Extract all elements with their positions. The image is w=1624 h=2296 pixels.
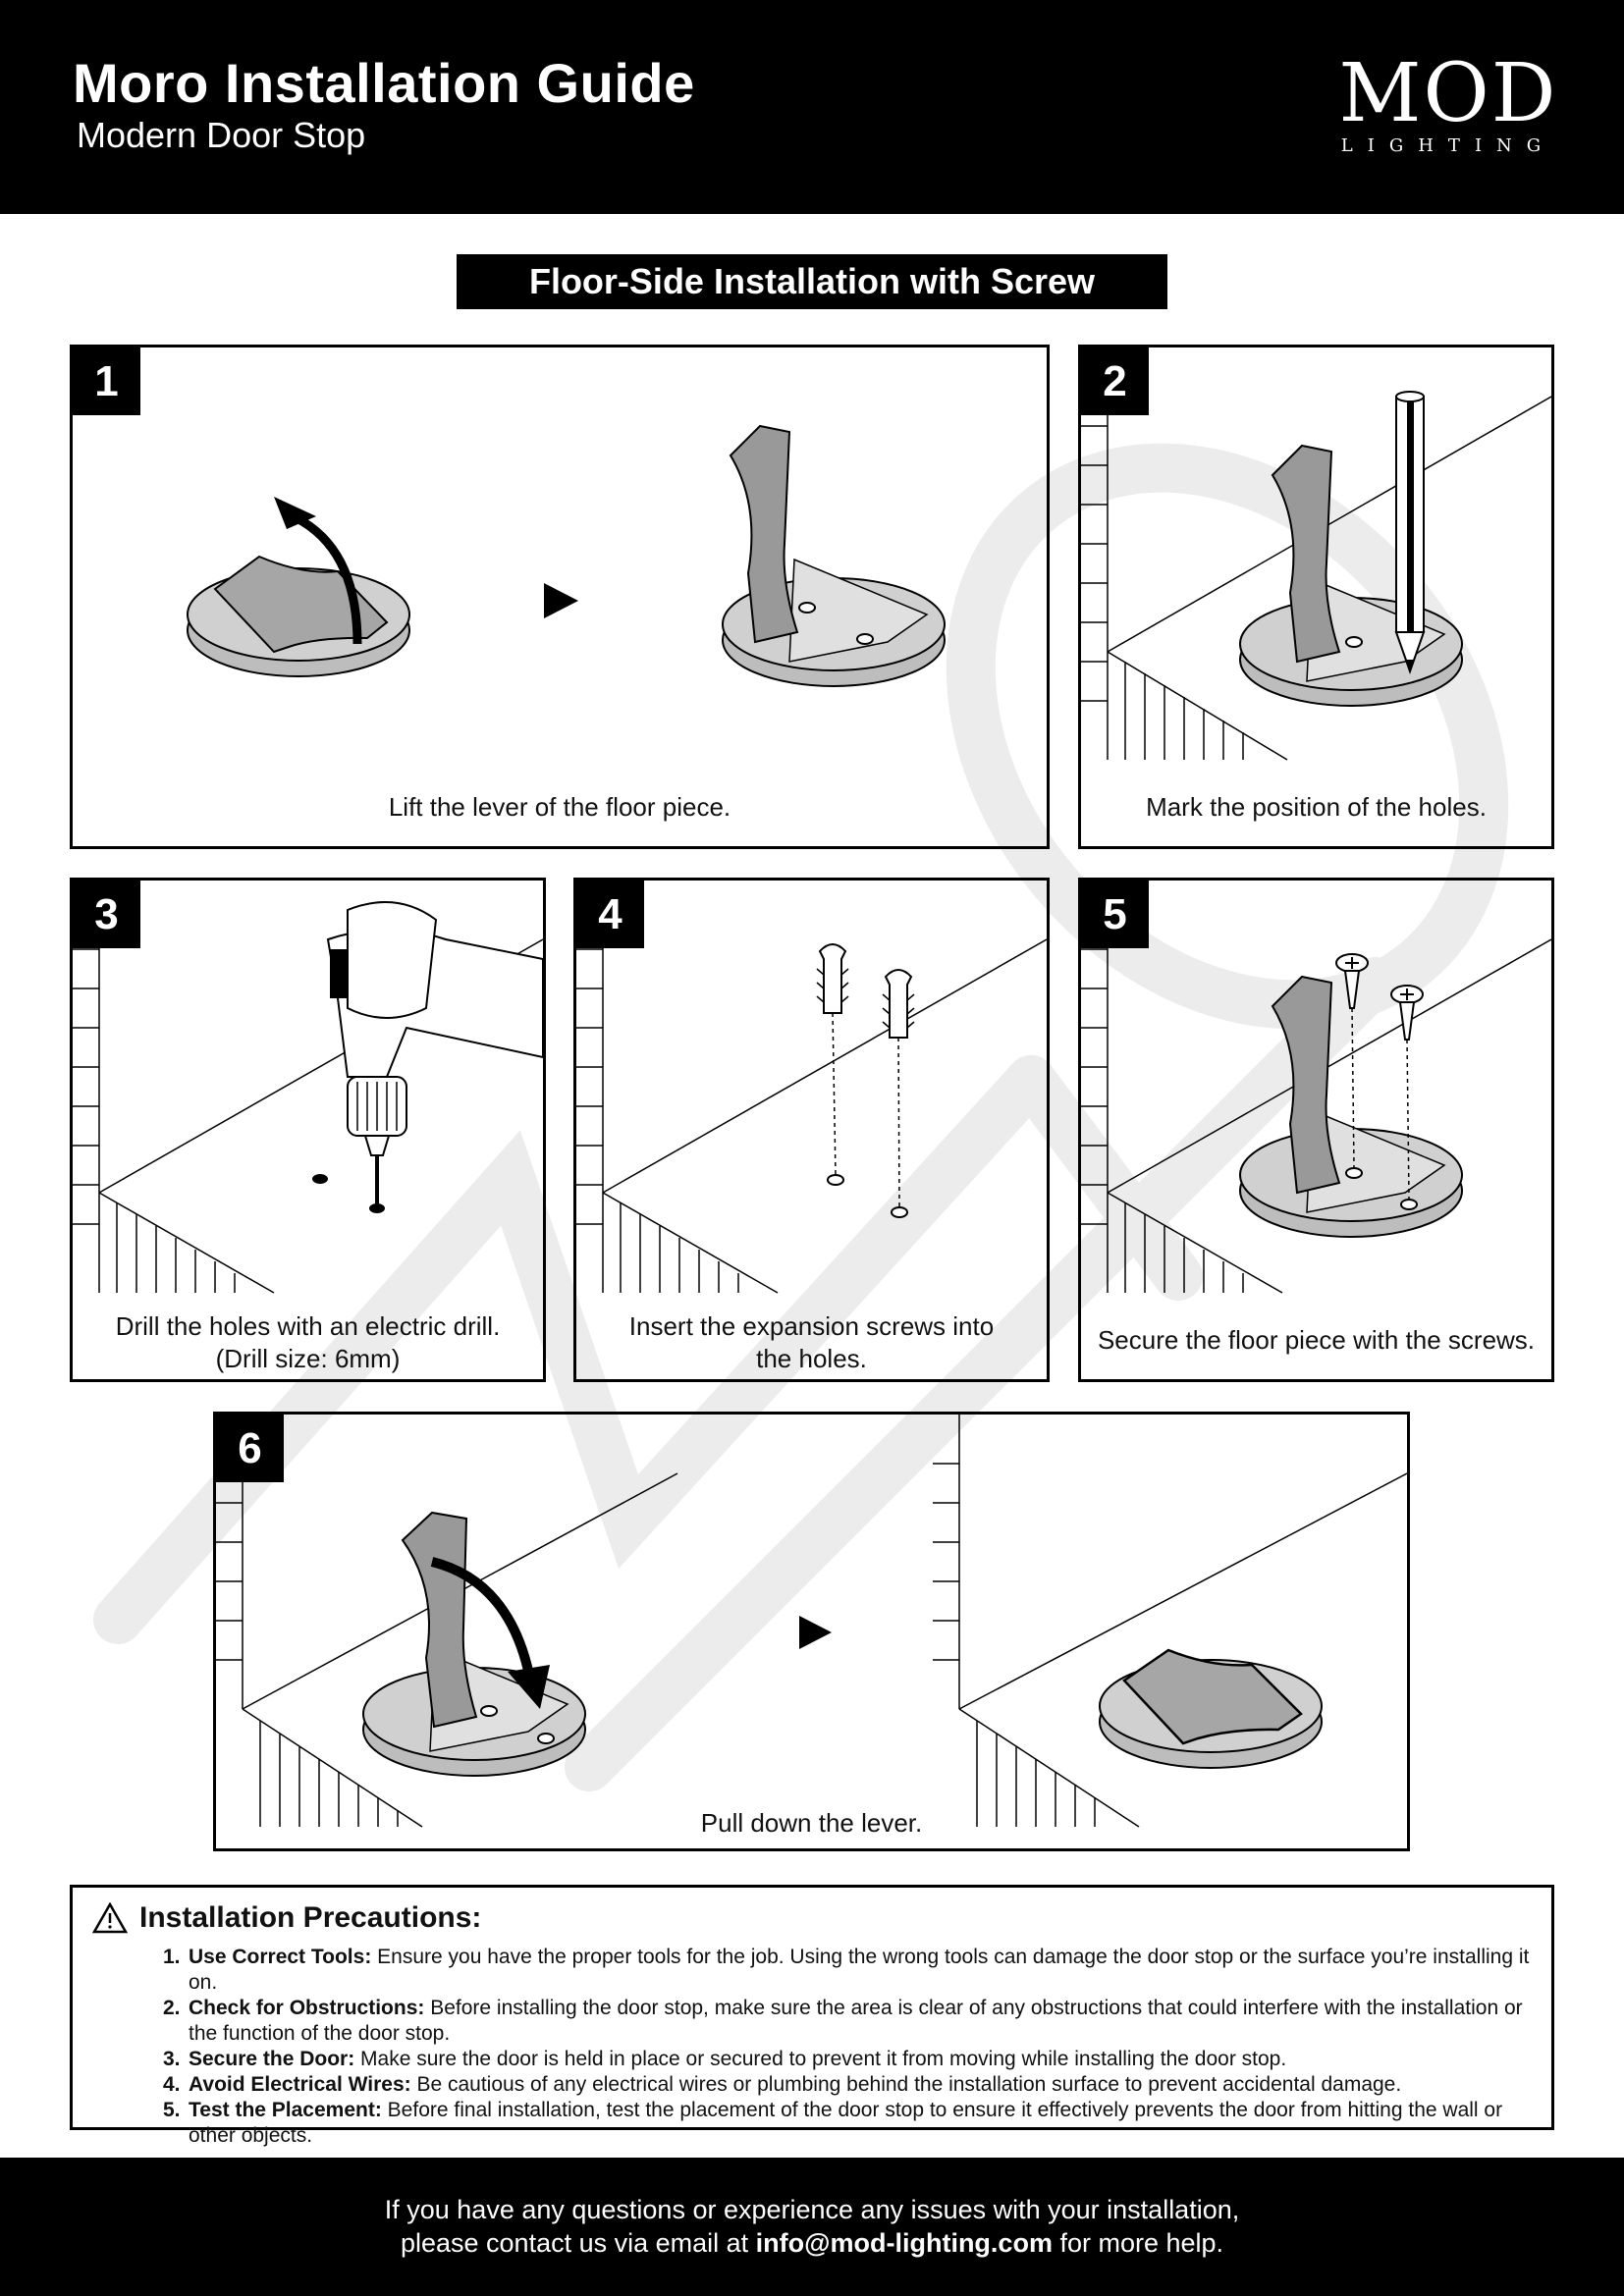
step-3-panel: Drill the holes with an electric drill. … [70, 878, 546, 1382]
logo-mod: MOD [1338, 47, 1558, 140]
brand-logo: MOD LIGHTING [1330, 49, 1566, 167]
step-2-panel: Mark the position of the holes. 2 [1078, 345, 1554, 849]
section-title: Floor-Side Installation with Screw [457, 254, 1167, 309]
step-4-illustration [576, 881, 1047, 1294]
step-6-number: 6 [216, 1415, 284, 1482]
footer-line-2-post: for more help. [1052, 2228, 1224, 2258]
precautions-list: 1. Use Correct Tools: Ensure you have the… [163, 1945, 1538, 2149]
step-1-illustration [187, 424, 946, 687]
footer-line-1: If you have any questions or experience … [384, 2195, 1240, 2224]
step-1-caption-line-1: Lift the lever of the floor piece. [388, 792, 731, 822]
precaution-number: 2. [163, 1997, 181, 2019]
step-2-caption-line-1: Mark the position of the holes. [1146, 792, 1487, 822]
step-1-panel: Lift the lever of the floor piece. 1 [70, 345, 1050, 849]
precaution-item: 5. Test the Placement: Before final insta… [163, 2098, 1538, 2149]
step-5-illustration [1081, 881, 1551, 1294]
precautions-box: Installation Precautions: 1. Use Correct … [70, 1885, 1554, 2147]
precaution-number: 1. [163, 1946, 181, 1968]
step-3-caption-line-1: Drill the holes with an electric drill. [115, 1311, 501, 1341]
precautions-heading-text: Installation Precautions: [139, 1901, 482, 1934]
step-5-caption-line-1: Secure the floor piece with the screws. [1097, 1325, 1536, 1355]
step-6-illustration [216, 1415, 1407, 1828]
precaution-text: Make sure the door is held in place or s… [354, 2048, 1287, 2070]
precaution-text: Be cautious of any electrical wires or p… [410, 2073, 1402, 2096]
step-2-illustration [1081, 347, 1551, 761]
precaution-item: 1. Use Correct Tools: Ensure you have the… [163, 1945, 1538, 1996]
page-title: Moro Installation Guide [73, 52, 695, 114]
precaution-number: 3. [163, 2048, 181, 2070]
precaution-title: Test the Placement: [189, 2099, 382, 2121]
step-3-caption-line-2: (Drill size: 6mm) [215, 1344, 401, 1373]
step-2-number: 2 [1081, 347, 1149, 415]
step-3-illustration [73, 881, 543, 1294]
step-4-caption-line-2: the holes. [756, 1344, 867, 1373]
step-5-number: 5 [1081, 881, 1149, 948]
step-6-caption-line-1: Pull down the lever. [700, 1808, 923, 1838]
precaution-item: 2. Check for Obstructions: Before install… [163, 1996, 1538, 2047]
precaution-number: 4. [163, 2073, 181, 2096]
footer-bar: If you have any questions or experience … [0, 2158, 1624, 2296]
footer-line-2-pre: please contact us via email at [400, 2228, 756, 2258]
step-6-panel: Pull down the lever. 6 [213, 1412, 1410, 1851]
precaution-title: Use Correct Tools: [189, 1946, 372, 1968]
step-1-number: 1 [73, 347, 140, 415]
precaution-title: Avoid Electrical Wires: [189, 2073, 411, 2096]
header-bar: Moro Installation Guide Modern Door Stop… [0, 0, 1624, 214]
step-4-caption-line-1: Insert the expansion screws into [628, 1311, 995, 1341]
precaution-title: Check for Obstructions: [189, 1997, 425, 2019]
contact-email-link[interactable]: info@mod-lighting.com [755, 2228, 1053, 2258]
precautions-heading: Installation Precautions: [92, 1901, 481, 1935]
precaution-text: Before final installation, test the plac… [189, 2099, 1503, 2147]
warning-icon [92, 1902, 128, 1934]
precaution-item: 4. Avoid Electrical Wires: Be cautious of… [163, 2072, 1538, 2098]
step-4-number: 4 [576, 881, 644, 948]
precaution-text: Before installing the door stop, make su… [189, 1997, 1523, 2045]
logo-lighting: LIGHTING [1340, 135, 1556, 156]
page-subtitle: Modern Door Stop [77, 115, 366, 155]
precaution-item: 3. Secure the Door: Make sure the door is… [163, 2047, 1538, 2072]
footer-line-2: please contact us via email at info@mod-… [0, 2226, 1624, 2260]
precaution-number: 5. [163, 2099, 181, 2121]
precaution-title: Secure the Door: [189, 2048, 355, 2070]
step-3-number: 3 [73, 881, 140, 948]
step-4-panel: Insert the expansion screws into the hol… [573, 878, 1050, 1382]
step-5-panel: Secure the floor piece with the screws. … [1078, 878, 1554, 1382]
precaution-text: Ensure you have the proper tools for the… [189, 1946, 1530, 1994]
